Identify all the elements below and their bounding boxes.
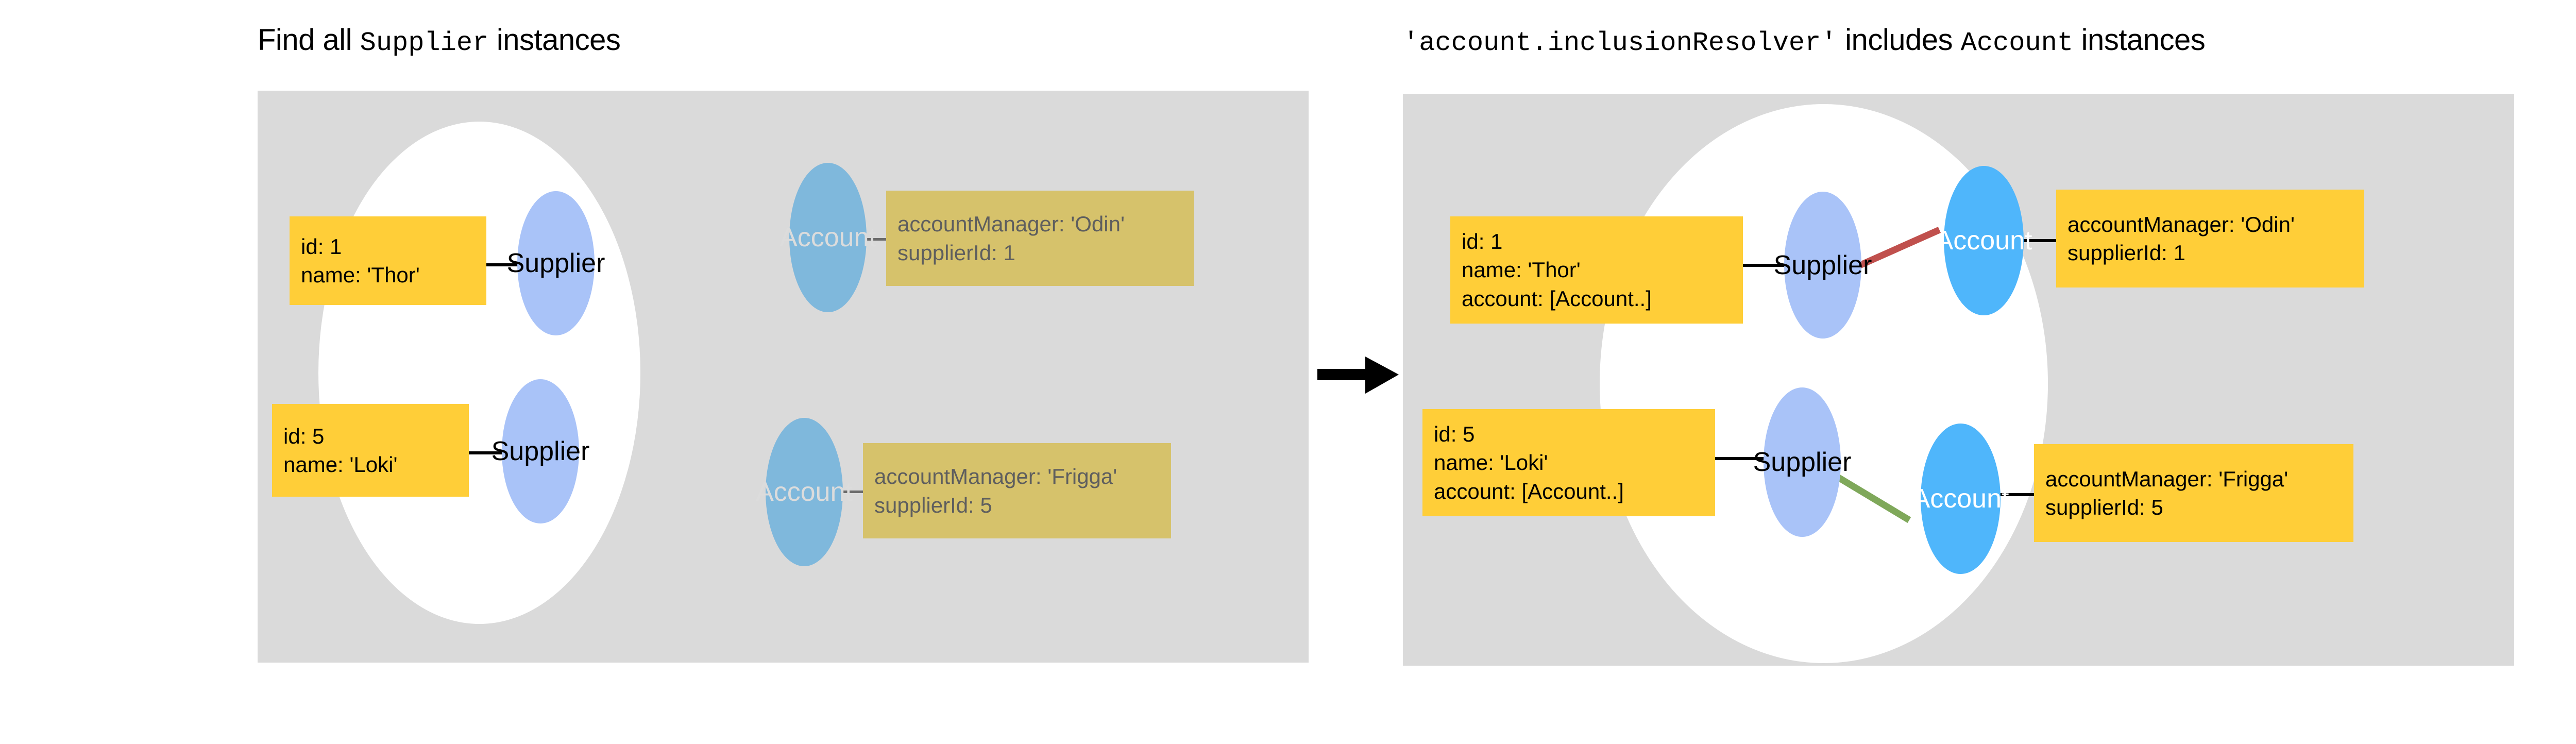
right-supplier-box-1-line-2: name: 'Thor' [1462, 258, 1581, 282]
right-account-box-1-line-1: accountManager: 'Odin' [2067, 212, 2295, 236]
left-title-code: Supplier [360, 28, 489, 58]
right-supplier-box-2-line-1: id: 5 [1434, 421, 1475, 446]
right-supplier-node-1-label: Supplier [1773, 250, 1872, 280]
left-supplier-box-1-line-1: id: 1 [301, 234, 342, 259]
right-account-box-2-line-2: supplierId: 5 [2045, 495, 2163, 519]
left-supplier-node-1-label: Supplier [506, 248, 605, 278]
left-supplier-box-1: id: 1 name: 'Thor' [290, 216, 486, 305]
right-supplier-node-2-label: Supplier [1753, 447, 1852, 477]
left-account-box-2-line-2: supplierId: 5 [874, 493, 992, 517]
left-supplier-box-2-line-1: id: 5 [283, 424, 325, 448]
right-connector-account1-box1 [2021, 239, 2056, 242]
right-supplier-box-1-line-3: account: [Account..] [1462, 286, 1652, 311]
left-account-box-2-line-1: accountManager: 'Frigga' [874, 464, 1117, 489]
left-supplier-box-2: id: 5 name: 'Loki' [272, 404, 469, 497]
right-panel: Supplier Supplier Account Account id: 1 … [1403, 94, 2514, 666]
left-account-box-1: accountManager: 'Odin' supplierId: 1 [886, 191, 1194, 286]
left-account-node-2-label: Account [756, 477, 853, 507]
right-supplier-node-1[interactable]: Supplier [1774, 192, 1872, 339]
left-connector-account1-box1 [867, 238, 886, 241]
right-supplier-box-1-line-1: id: 1 [1462, 229, 1503, 253]
right-supplier-box-1: id: 1 name: 'Thor' account: [Account..] [1450, 216, 1743, 324]
right-supplier-box-2: id: 5 name: 'Loki' account: [Account..] [1422, 409, 1715, 516]
right-account-box-2-line-1: accountManager: 'Frigga' [2045, 466, 2289, 491]
transition-arrow [1316, 346, 1404, 403]
right-title-end: instances [2081, 23, 2206, 57]
right-account-node-2[interactable]: Account [1912, 424, 2009, 574]
right-arrow-icon [1317, 357, 1399, 394]
left-panel: Supplier Supplier Account Account id: 1 … [258, 91, 1309, 663]
left-connector-account2-box2 [842, 491, 863, 493]
left-account-node-1-label: Account [779, 223, 876, 252]
left-supplier-box-2-line-2: name: 'Loki' [283, 452, 398, 477]
left-connector-box2-supplier2 [469, 451, 523, 454]
right-account-node-1[interactable]: Account [1936, 166, 2032, 315]
right-connector-box2-supplier2 [1713, 457, 1769, 460]
right-supplier-node-2[interactable]: Supplier [1753, 387, 1851, 537]
left-panel-title: Find all Supplier instances [258, 23, 621, 58]
left-account-node-1[interactable]: Account [779, 163, 876, 312]
left-title-prefix: Find all [258, 23, 352, 57]
right-title-code-prefix: 'account.inclusionResolver' [1403, 28, 1837, 58]
left-title-suffix: instances [496, 23, 621, 57]
left-supplier-node-2[interactable]: Supplier [492, 379, 589, 523]
right-supplier-box-2-line-2: name: 'Loki' [1434, 450, 1548, 475]
right-account-node-2-label: Account [1912, 484, 2009, 514]
left-connector-box1-supplier1 [486, 263, 538, 266]
right-account-node-1-label: Account [1935, 226, 2032, 256]
right-account-box-1-line-2: supplierId: 1 [2067, 241, 2185, 265]
left-account-box-1-line-1: accountManager: 'Odin' [897, 212, 1125, 236]
left-supplier-scope-blob [318, 122, 640, 624]
right-account-box-1: accountManager: 'Odin' supplierId: 1 [2056, 190, 2364, 288]
right-account-box-2: accountManager: 'Frigga' supplierId: 5 [2034, 444, 2353, 542]
left-account-box-2: accountManager: 'Frigga' supplierId: 5 [863, 443, 1171, 538]
left-supplier-node-1[interactable]: Supplier [507, 191, 605, 335]
left-account-node-2[interactable]: Account [756, 418, 853, 566]
left-supplier-box-1-line-2: name: 'Thor' [301, 263, 420, 287]
right-connector-account2-box2 [1998, 493, 2034, 496]
right-panel-title: 'account.inclusionResolver' includes Acc… [1403, 23, 2206, 58]
right-title-middle: includes [1845, 23, 1953, 57]
left-supplier-node-2-label: Supplier [491, 436, 590, 466]
right-connector-box1-supplier1 [1743, 264, 1792, 267]
right-supplier-box-2-line-3: account: [Account..] [1434, 479, 1624, 503]
left-account-box-1-line-2: supplierId: 1 [897, 240, 1015, 265]
right-title-code-suffix: Account [1960, 28, 2074, 58]
